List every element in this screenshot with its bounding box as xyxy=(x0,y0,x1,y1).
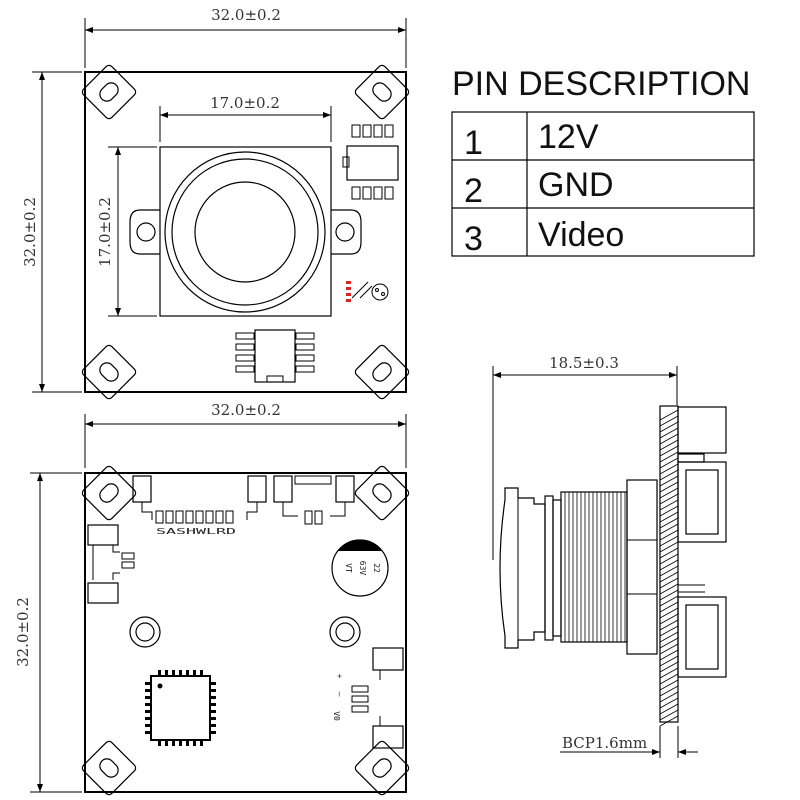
pin-description-title: PIN DESCRIPTION xyxy=(452,65,750,103)
pcb-thickness-dimension: BCP1.6mm xyxy=(562,734,647,752)
top-width-dimension: 32.0±0.2 xyxy=(211,6,281,24)
rear-component-top xyxy=(677,406,727,454)
bottom-height-dimension: 32.0±0.2 xyxy=(14,597,32,667)
pin-2-function: GND xyxy=(538,166,614,204)
pin-2-number: 2 xyxy=(464,172,483,210)
top-view: 32.0±0.2 32.0±0.2 xyxy=(21,6,410,400)
side-view: 18.5±0.3 BCP1.6mm xyxy=(492,354,727,758)
bottom-mounting-slot-bl xyxy=(81,740,137,796)
side-depth-dimension: 18.5±0.3 xyxy=(549,354,619,372)
logo-icon xyxy=(346,281,389,302)
dip-switch-labels: SASHWLRD xyxy=(156,527,236,536)
capacitor-voltage: 63V xyxy=(358,561,367,576)
bottom-mounting-slot-br xyxy=(354,740,410,796)
lens-glass xyxy=(194,181,296,283)
electrolytic-capacitor: 22 63V VT xyxy=(331,539,389,597)
connector-minus-mark: – xyxy=(335,692,344,697)
lens-front-element xyxy=(499,487,546,649)
top-mounting-slot-tl xyxy=(81,64,137,120)
bottom-hole-left xyxy=(129,616,161,648)
lens-height-dimension: 17.0±0.2 xyxy=(96,197,114,267)
lens-mount-step xyxy=(626,479,658,655)
pin-3-function: Video xyxy=(538,216,624,254)
lens-mount-ear-right xyxy=(331,209,362,255)
lens-barrel-ribs xyxy=(564,492,626,642)
lens-mount-base xyxy=(159,146,332,317)
connector-plus-mark: + xyxy=(335,674,344,679)
top-mounting-slot-br xyxy=(354,344,410,400)
dip-switch-block: SASHWLRD xyxy=(132,475,267,536)
bottom-mounting-slot-tr xyxy=(354,465,410,521)
bottom-pcb-outline xyxy=(84,472,407,793)
pin-3-number: 3 xyxy=(464,220,483,258)
bottom-width-dimension: 32.0±0.2 xyxy=(211,401,281,419)
smd-ic-top-right xyxy=(342,124,399,200)
top-height-dimension: 32.0±0.2 xyxy=(21,197,39,267)
bottom-hole-right xyxy=(329,616,361,648)
rear-component-bottom xyxy=(677,596,727,678)
pin-description-table: PIN DESCRIPTION 1 12V 2 GND 3 Video xyxy=(451,65,755,258)
top-mounting-slot-tr xyxy=(354,64,410,120)
lens-barrel xyxy=(544,495,554,641)
smd-transistor-bottom xyxy=(273,475,355,525)
lens-mount-ear-left xyxy=(129,209,160,255)
bottom-view: 32.0±0.2 32.0±0.2 xyxy=(14,401,410,796)
pin-1-function: 12V xyxy=(538,118,599,156)
top-mounting-slot-bl xyxy=(81,344,137,400)
qfn-chip xyxy=(145,670,216,746)
capacitor-value: 22 xyxy=(372,563,381,573)
pcb-hatch xyxy=(659,409,679,727)
soic-chip-top xyxy=(235,329,315,383)
lens-width-dimension: 17.0±0.2 xyxy=(210,94,280,112)
connector-vo-mark: V0 xyxy=(332,711,341,721)
top-pcb-outline xyxy=(84,71,407,393)
power-connector: + – V0 xyxy=(332,647,404,749)
bottom-mounting-slot-tl xyxy=(81,465,137,521)
rear-component-mid xyxy=(677,453,705,463)
smd-capacitor-left xyxy=(87,524,135,604)
pin-1-number: 1 xyxy=(464,124,483,162)
capacitor-series: VT xyxy=(344,563,353,573)
lens-outer-ring xyxy=(164,151,326,313)
